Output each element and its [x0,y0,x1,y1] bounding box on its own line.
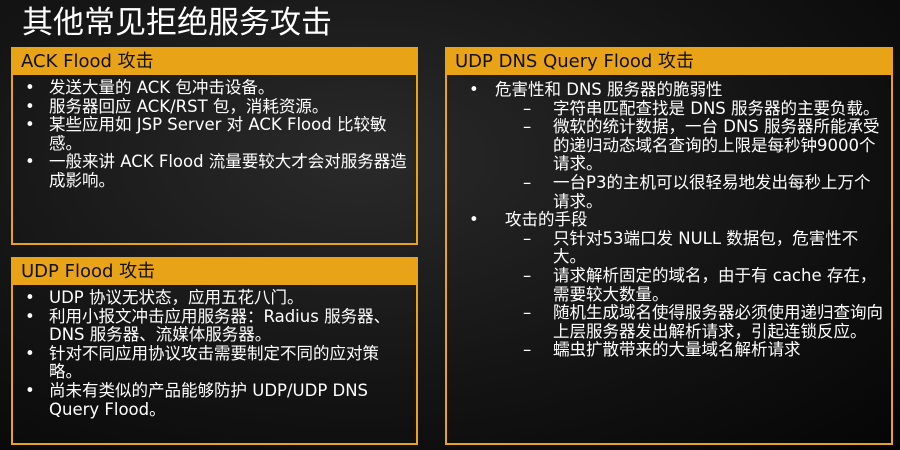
udp-flood-list: UDP 协议无状态，应用五花八门。 利用小报文冲击应用服务器：Radius 服务… [23,288,410,419]
sub-list-item: 蠕虫扩散带来的大量域名解析请求 [495,341,885,360]
list-item: 危害性和 DNS 服务器的脆弱性 字符串匹配查找是 DNS 服务器的主要负载。 … [457,80,885,212]
list-item: 某些应用如 JSP Server 对 ACK Flood 比较敏感。 [23,115,410,153]
sub-list-item: 一台P3的主机可以很轻易地发出每秒上万个请求。 [495,173,885,211]
list-item: 一般来讲 ACK Flood 流量要较大才会对服务器造成影响。 [23,153,410,190]
sub-list-item: 请求解析固定的域名，由于有 cache 存在，需要较大数量。 [495,266,885,304]
sub-list-item: 随机生成域名使得服务器必须使用递归查询向上层服务器发出解析请求，引起连锁反应。 [495,303,885,341]
list-item: 针对不同应用协议攻击需要制定不同的应对策略。 [23,344,410,382]
list-item: 尚未有类似的产品能够防护 UDP/UDP DNS Query Flood。 [23,381,410,419]
list-item: 服务器回应 ACK/RST 包，消耗资源。 [23,97,410,117]
udp-flood-body: UDP 协议无状态，应用五花八门。 利用小报文冲击应用服务器：Radius 服务… [13,285,416,419]
list-item: 利用小报文冲击应用服务器：Radius 服务器、DNS 服务器、流媒体服务器。 [23,307,410,345]
ack-flood-header: ACK Flood 攻击 [13,49,416,75]
sub-list-item: 只针对53端口发 NULL 数据包，危害性不大。 [495,229,885,267]
list-item: 攻击的手段 只针对53端口发 NULL 数据包，危害性不大。 请求解析固定的域名… [457,210,885,360]
ack-flood-panel: ACK Flood 攻击 发送大量的 ACK 包冲击设备。 服务器回应 ACK/… [11,47,418,245]
dns-query-flood-header: UDP DNS Query Flood 攻击 [447,49,891,75]
sub-list-item: 微软的统计数据，一台 DNS 服务器所能承受的递归动态域名查询的上限是每秒钟90… [495,117,885,174]
sub-list-item: 字符串匹配查找是 DNS 服务器的主要负载。 [495,99,885,119]
ack-flood-body: 发送大量的 ACK 包冲击设备。 服务器回应 ACK/RST 包，消耗资源。 某… [13,75,416,191]
slide-title: 其他常见拒绝服务攻击 [22,5,332,41]
dns-query-flood-list: 危害性和 DNS 服务器的脆弱性 字符串匹配查找是 DNS 服务器的主要负载。 … [457,80,885,360]
list-item-text: 攻击的手段 [505,210,588,230]
udp-flood-panel: UDP Flood 攻击 UDP 协议无状态，应用五花八门。 利用小报文冲击应用… [11,257,418,445]
list-item: 发送大量的 ACK 包冲击设备。 [23,78,410,98]
dns-query-flood-panel: UDP DNS Query Flood 攻击 危害性和 DNS 服务器的脆弱性 … [445,47,893,445]
dns-query-flood-body: 危害性和 DNS 服务器的脆弱性 字符串匹配查找是 DNS 服务器的主要负载。 … [447,75,891,360]
ack-flood-list: 发送大量的 ACK 包冲击设备。 服务器回应 ACK/RST 包，消耗资源。 某… [23,78,410,191]
sub-list: 只针对53端口发 NULL 数据包，危害性不大。 请求解析固定的域名，由于有 c… [495,229,885,360]
list-item: UDP 协议无状态，应用五花八门。 [23,288,410,308]
sub-list: 字符串匹配查找是 DNS 服务器的主要负载。 微软的统计数据，一台 DNS 服务… [495,99,885,212]
list-item-text: 危害性和 DNS 服务器的脆弱性 [495,80,723,99]
udp-flood-header: UDP Flood 攻击 [13,259,416,285]
